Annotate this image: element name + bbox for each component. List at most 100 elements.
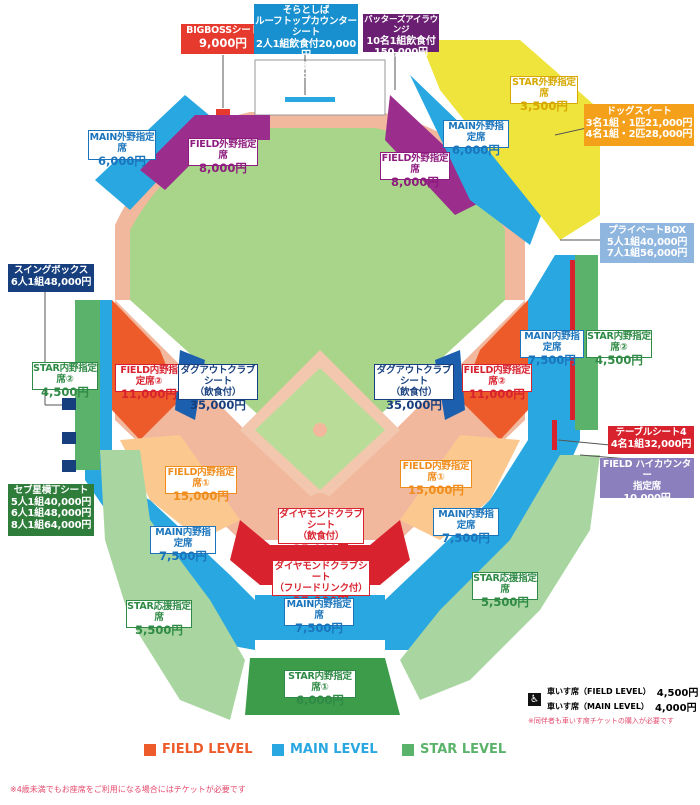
field-infield2-right-title: FIELD内野指定席② (463, 365, 531, 387)
table-seat-title: テーブルシート4 (615, 427, 687, 438)
bigboss-seat-price: 9,000円 (199, 35, 247, 50)
legend-star-level: STAR LEVEL (402, 742, 506, 757)
field-outfield-left-price: 8,000円 (199, 160, 247, 175)
diamond-club-title-2: （飲食付） (297, 530, 345, 542)
rooftop-area (254, 59, 386, 116)
main-infield-center-price: 7,500円 (295, 620, 343, 635)
field-outfield-left-title: FIELD外野指定席 (189, 139, 257, 161)
wheelchair-info: ♿ 車いす席（FIELD LEVEL）4,500円 車いす席（MAIN LEVE… (528, 684, 698, 726)
star-infield1-price: 6,000円 (296, 692, 344, 707)
dugout-left-label: ダグアウトクラブシート （飲食付） 35,000円 (178, 364, 258, 411)
field-high-counter-label: FIELD ハイカウンター 指定席 10,000円 (600, 458, 694, 504)
footnote: ※4歳未満でもお座席をご利用になる場合にはチケットが必要です (10, 785, 246, 794)
legend-main-swatch (272, 743, 284, 756)
main-outfield-left-price: 6,000円 (98, 153, 146, 168)
star-outfield-price: 3,500円 (520, 98, 568, 113)
field-outfield-right-price: 8,000円 (391, 174, 439, 189)
field-infield1-left-price: 15,000円 (173, 488, 229, 503)
field-infield2-right-label: FIELD内野指定席② 11,000円 (462, 364, 532, 401)
star-support-left-title: STAR応援指定席 (127, 601, 191, 623)
seven-stars-title: セブ星横丁シート (13, 485, 89, 496)
diamond-club-title-1: ダイヤモンドクラブシート (279, 509, 363, 531)
star-infield2-right-label: STAR内野指定席② 4,500円 (586, 330, 652, 367)
wheelchair-main-price: 4,000円 (654, 703, 697, 714)
legend-star-swatch (402, 743, 414, 756)
main-infield-right-label: MAIN内野指定席 7,500円 (520, 330, 584, 367)
table-seat-label: テーブルシート4 4名1組32,000円 (608, 426, 694, 454)
star-infield2-left-price: 4,500円 (41, 384, 89, 399)
main-outfield-left-label: MAIN外野指定席 6,000円 (88, 130, 156, 168)
swing-box-label: スイングボックス 6人1組48,000円 (8, 264, 94, 292)
dog-suite-price-2: 4名1組・2匹28,000円 (585, 129, 693, 141)
field-infield2-left-label: FIELD内野指定席② 11,000円 (115, 364, 183, 401)
star-outfield-label: STAR外野指定席 3,500円 (510, 76, 578, 113)
field-infield1-left-label: FIELD内野指定席① 15,000円 (165, 466, 237, 503)
field-outfield-left-label: FIELD外野指定席 8,000円 (188, 138, 258, 175)
field-infield1-right-title: FIELD内野指定席① (402, 461, 470, 483)
legend-main-level: MAIN LEVEL (272, 742, 378, 757)
dog-suite-title: ドッグスイート (606, 106, 672, 117)
dugout-right-title-1: ダグアウトクラブシート (376, 365, 452, 387)
field-infield2-left-price: 11,000円 (121, 386, 177, 401)
main-infield-right-price: 7,500円 (528, 352, 576, 367)
dugout-right-title-2: （飲食付） (390, 386, 438, 398)
rooftop-counter (285, 97, 335, 102)
private-box-label: プライベートBOX 5人1組40,000円 7人1組56,000円 (600, 223, 694, 263)
field-outfield-right-label: FIELD外野指定席 8,000円 (380, 152, 450, 189)
legend-field-label: FIELD LEVEL (162, 742, 253, 757)
swing-box-price: 6人1組48,000円 (10, 276, 92, 288)
main-infield-right2-price: 7,500円 (442, 530, 490, 545)
star-infield2-right-price: 4,500円 (595, 352, 643, 367)
diamond-club-free-title-2: （フリードリンク付） (274, 582, 368, 594)
diamond-club-label: ダイヤモンドクラブシート （飲食付） 35,000円 (278, 508, 364, 555)
star-support-left-label: STAR応援指定席 5,500円 (126, 600, 192, 637)
seven-stars-price-1: 5人1組40,000円 (10, 496, 92, 508)
main-infield-center-label: MAIN内野指定席 7,500円 (284, 598, 354, 635)
diamond-club-price: 35,000円 (293, 541, 349, 556)
star-infield2-left-label: STAR内野指定席② 4,500円 (32, 362, 98, 399)
pitchers-mound (313, 423, 327, 437)
seven-stars-price-3: 8人1組64,000円 (10, 519, 92, 531)
main-outfield-right-title: MAIN外野指定席 (448, 121, 504, 143)
field-infield1-right-label: FIELD内野指定席① 15,000円 (400, 460, 472, 497)
main-infield-right-title: MAIN内野指定席 (524, 331, 580, 353)
main-outfield-right-price: 6,000円 (452, 142, 500, 157)
seven-stars-seat-label: セブ星横丁シート 5人1組40,000円 6人1組48,000円 8人1組64,… (8, 484, 94, 536)
main-infield-center-title: MAIN内野指定席 (286, 599, 352, 621)
main-infield-left-title: MAIN内野指定席 (155, 527, 211, 549)
star-infield1-title: STAR内野指定席① (288, 671, 352, 693)
bigboss-seat-block (216, 109, 230, 117)
diamond-club-free-label: ダイヤモンドクラブシート （フリードリンク付） 27,000円 (272, 560, 370, 607)
bigboss-seat-title: BIGBOSSシート (186, 25, 260, 36)
rooftop-title-1: そらとしば (282, 5, 330, 16)
diamond-club-free-title-1: ダイヤモンドクラブシート (274, 561, 368, 583)
field-outfield-left (140, 115, 270, 190)
legend-main-label: MAIN LEVEL (290, 742, 378, 757)
main-outfield-right-label: MAIN外野指定席 6,000円 (443, 120, 509, 157)
private-box-title: プライベートBOX (608, 225, 686, 236)
dugout-left-title-2: （飲食付） (194, 386, 242, 398)
batters-eye-lounge-label: バッターズアイラウンジ 10名1組飲食付 150,000円 (363, 14, 439, 58)
dog-suite-label: ドッグスイート 3名1組・1匹21,000円 4名1組・2匹28,000円 (584, 104, 694, 146)
swing-box-block (62, 398, 76, 410)
main-infield-left-label: MAIN内野指定席 7,500円 (150, 526, 216, 563)
batters-price-2: 150,000円 (374, 47, 428, 59)
swing-box-block (62, 432, 76, 444)
seven-stars-price-2: 6人1組48,000円 (10, 508, 92, 520)
star-infield1-label: STAR内野指定席① 6,000円 (284, 670, 356, 707)
wheelchair-icon: ♿ (528, 692, 541, 706)
dog-suite-price-1: 3名1組・1匹21,000円 (585, 117, 693, 129)
field-high-title-1: FIELD ハイカウンター (602, 459, 692, 481)
star-infield2-left-title: STAR内野指定席② (33, 363, 97, 385)
field-infield2-right-price: 11,000円 (469, 386, 525, 401)
private-box-price-2: 7人1組56,000円 (606, 248, 688, 260)
wheelchair-field-label: 車いす席（FIELD LEVEL） (547, 687, 651, 696)
dugout-left-price: 35,000円 (190, 397, 246, 412)
star-support-right-label: STAR応援指定席 5,500円 (472, 572, 538, 609)
main-infield-left (85, 300, 255, 650)
field-high-title-2: 指定席 (633, 480, 661, 492)
batters-price-1: 10名1組飲食付 (366, 35, 436, 47)
field-infield1-right-price: 15,000円 (408, 482, 464, 497)
bigboss-seat-label: BIGBOSSシート 9,000円 (181, 24, 265, 54)
